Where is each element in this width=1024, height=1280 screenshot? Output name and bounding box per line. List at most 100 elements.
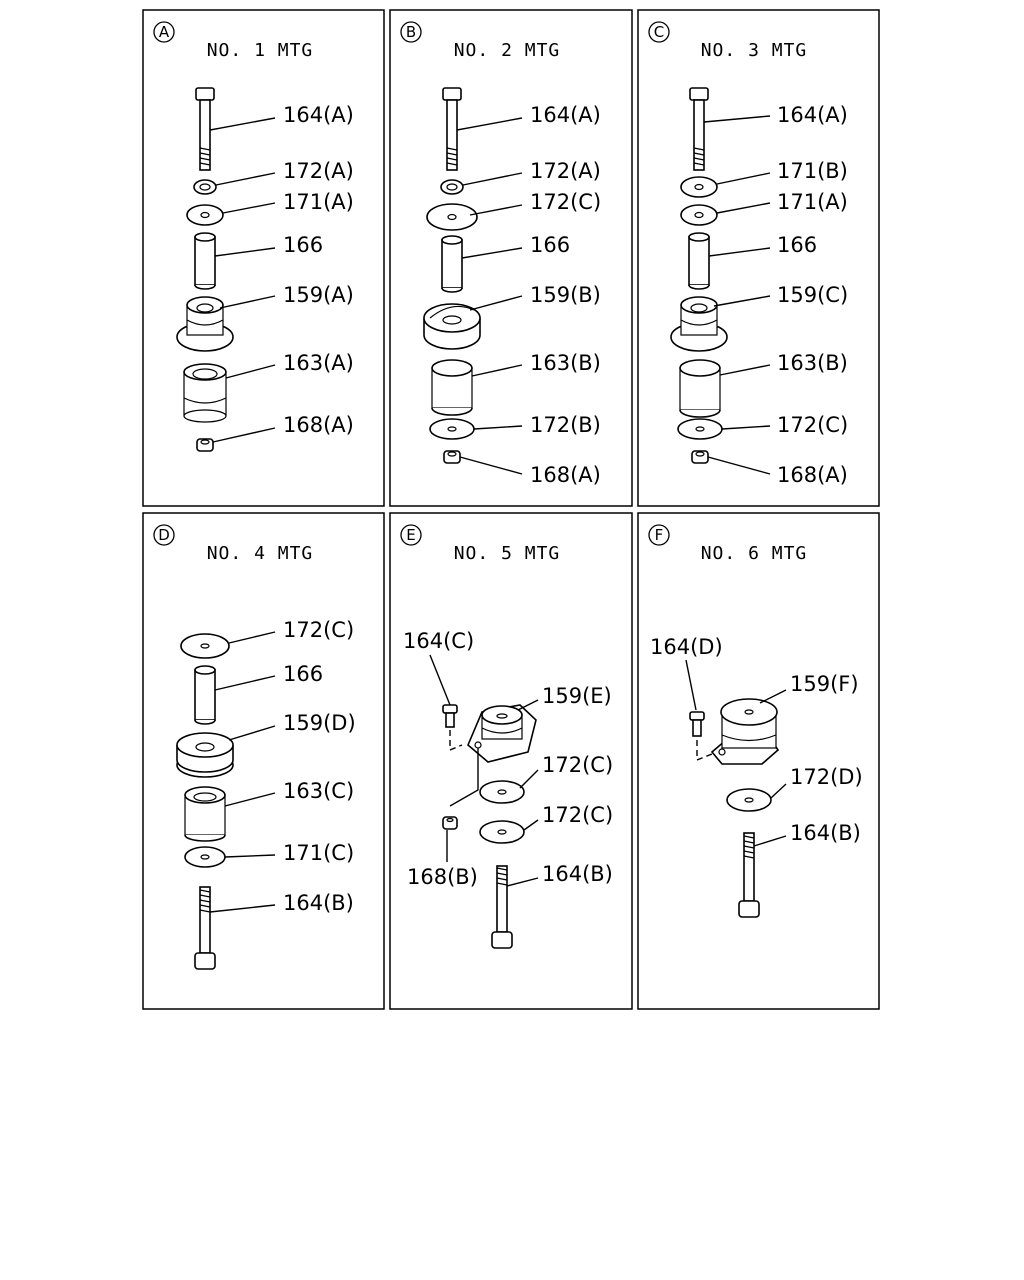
nut-168 (442, 816, 458, 830)
washer-172 (479, 780, 525, 804)
panel-no2-mtg: B NO. 2 MTG (389, 9, 633, 507)
cushion-163 (679, 359, 721, 418)
panel-title: NO. 4 MTG (207, 543, 314, 564)
panel-letter-circle (400, 524, 422, 546)
bolt-164 (689, 87, 709, 171)
part-label: 164(B) (790, 821, 861, 845)
nut-168 (196, 438, 214, 452)
cushion-159 (176, 296, 234, 352)
panel-letter: F (655, 526, 664, 544)
bolt-164 (442, 704, 458, 728)
part-label: 166 (283, 233, 323, 257)
bolt-164 (689, 711, 705, 737)
part-label: 171(B) (777, 159, 848, 183)
part-label: 171(C) (283, 841, 354, 865)
panel-title: NO. 3 MTG (701, 40, 808, 61)
panel-title: NO. 6 MTG (701, 543, 808, 564)
cushion-163 (431, 359, 473, 416)
part-label: 159(F) (790, 672, 859, 696)
part-label: 164(A) (777, 103, 848, 127)
part-label: 163(C) (283, 779, 354, 803)
bolt-164 (194, 886, 216, 970)
panel-letter: E (406, 526, 415, 544)
washer-171 (184, 846, 226, 868)
washer-172 (180, 633, 230, 659)
panel-no6-mtg: F NO. 6 MTG (637, 512, 880, 1010)
panel-letter-circle (648, 524, 670, 546)
panel-letter-circle (153, 524, 175, 546)
panel-no5-mtg: E NO. 5 MTG (389, 512, 633, 1010)
part-label: 172(C) (283, 618, 354, 642)
panel-title: NO. 5 MTG (454, 543, 561, 564)
panel-letter: A (159, 23, 170, 41)
panel-no1-mtg: A NO. 1 MTG (142, 9, 385, 507)
part-label: 164(B) (283, 891, 354, 915)
part-label: 163(B) (777, 351, 848, 375)
sleeve-166 (688, 232, 710, 290)
part-label: 163(B) (530, 351, 601, 375)
part-label: 164(A) (530, 103, 601, 127)
part-label: 159(A) (283, 283, 354, 307)
part-label: 172(D) (790, 765, 863, 789)
part-label: 172(A) (283, 159, 354, 183)
part-label: 164(B) (542, 862, 613, 886)
part-label: 164(C) (403, 629, 474, 653)
part-label: 172(B) (530, 413, 601, 437)
bolt-164 (442, 87, 462, 171)
cushion-159 (710, 698, 780, 765)
part-label: 168(A) (283, 413, 354, 437)
part-label: 171(A) (777, 190, 848, 214)
washer-172 (726, 788, 772, 812)
part-label: 168(A) (530, 463, 601, 487)
bolt-164 (738, 832, 760, 918)
washer-172 (440, 179, 464, 195)
part-label: 159(D) (283, 711, 356, 735)
panel-title: NO. 1 MTG (207, 40, 314, 61)
bolt-164 (491, 865, 513, 949)
panel-letter: C (654, 23, 664, 41)
part-label: 172(C) (777, 413, 848, 437)
cushion-159 (423, 303, 481, 350)
part-label: 163(A) (283, 351, 354, 375)
bolt-164 (195, 87, 215, 171)
cushion-159 (176, 732, 234, 778)
panel-letter: B (406, 23, 416, 41)
panel-letter: D (158, 526, 170, 544)
part-label: 166 (777, 233, 817, 257)
part-label: 164(A) (283, 103, 354, 127)
washer-172 (426, 203, 478, 231)
sleeve-166 (194, 665, 216, 725)
cushion-159 (467, 704, 537, 763)
panel-no3-mtg: C NO. 3 MTG (637, 9, 880, 507)
part-label: 168(A) (777, 463, 848, 487)
washer-172 (479, 820, 525, 844)
panel-frame (389, 9, 633, 507)
nut-168 (691, 450, 709, 464)
washer-172 (429, 418, 475, 440)
part-label: 168(B) (407, 865, 478, 889)
part-label: 171(A) (283, 190, 354, 214)
cushion-163 (183, 363, 227, 423)
washer-171 (680, 204, 718, 226)
panel-frame (389, 512, 633, 1010)
panel-letter-circle (153, 21, 175, 43)
sleeve-166 (194, 232, 216, 290)
part-label: 172(C) (530, 190, 601, 214)
panel-no4-mtg: D NO. 4 MTG (142, 512, 385, 1010)
washer-172 (677, 418, 723, 440)
part-label: 172(C) (542, 753, 613, 777)
part-label: 166 (530, 233, 570, 257)
panel-letter-circle (400, 21, 422, 43)
part-label: 166 (283, 662, 323, 686)
part-label: 159(C) (777, 283, 848, 307)
part-label: 164(D) (650, 635, 723, 659)
panel-letter-circle (648, 21, 670, 43)
panel-frame (142, 9, 385, 507)
washer-171 (680, 176, 718, 198)
part-label: 172(C) (542, 803, 613, 827)
cushion-163 (184, 786, 226, 842)
nut-168 (443, 450, 461, 464)
panel-frame (637, 9, 880, 507)
cushion-159 (670, 296, 728, 352)
